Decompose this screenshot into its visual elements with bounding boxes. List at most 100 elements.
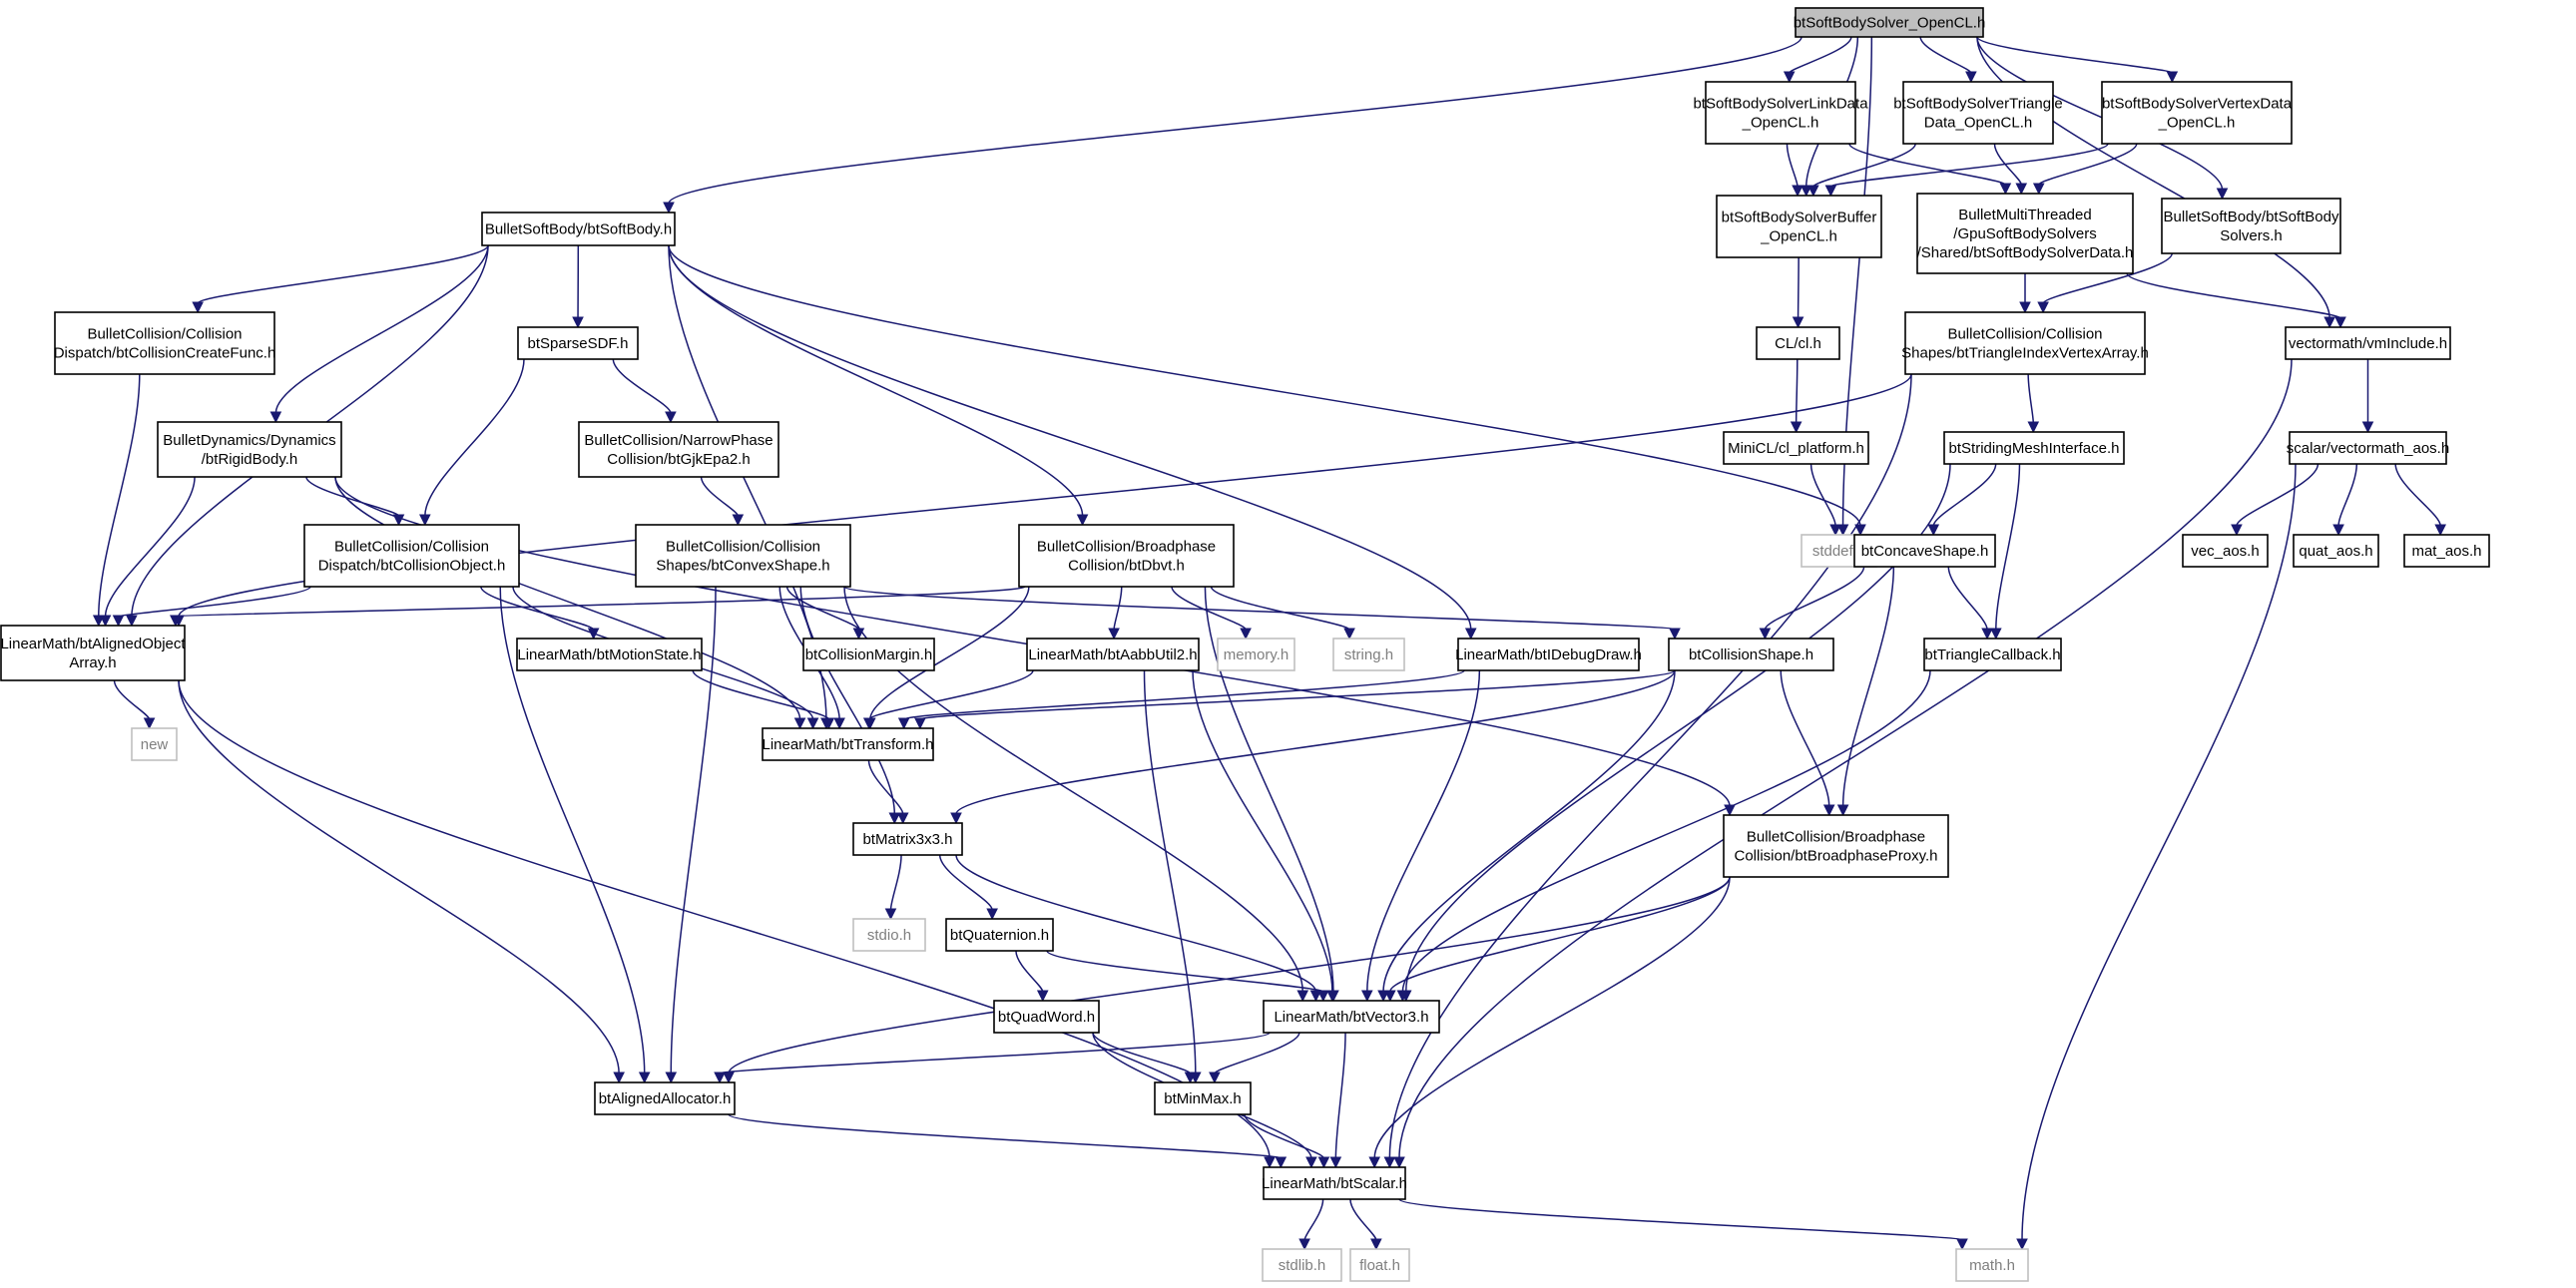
node-matrix[interactable]: btMatrix3x3.h bbox=[852, 822, 963, 856]
node-trivertarray[interactable]: BulletCollision/CollisionShapes/btTriang… bbox=[1901, 311, 2149, 375]
node-dbvt[interactable]: BulletCollision/BroadphaseCollision/btDb… bbox=[1018, 524, 1235, 588]
edge-concave-to-collshape bbox=[1759, 566, 1865, 641]
node-label: string.h bbox=[1344, 646, 1393, 663]
node-box bbox=[481, 212, 676, 246]
node-memory[interactable]: memory.h bbox=[1217, 638, 1295, 671]
node-clplatform[interactable]: MiniCL/cl_platform.h bbox=[1723, 431, 1869, 465]
node-linkdata[interactable]: btSoftBodySolverLinkData_OpenCL.h bbox=[1693, 81, 1868, 145]
edge-matrix-to-vector3 bbox=[955, 854, 1322, 1003]
node-vmi[interactable]: vectormath/vmInclude.h bbox=[2285, 326, 2451, 360]
node-aabbutil[interactable]: LinearMath/btAabbUtil2.h bbox=[1026, 638, 1200, 671]
node-scalar[interactable]: LinearMath/btScalar.h bbox=[1262, 1166, 1407, 1200]
node-label: btSoftBodySolverLinkData bbox=[1693, 96, 1868, 113]
node-bproxy[interactable]: BulletCollision/BroadphaseCollision/btBr… bbox=[1723, 814, 1949, 878]
node-vector3[interactable]: LinearMath/btVector3.h bbox=[1263, 1000, 1440, 1034]
node-collobj[interactable]: BulletCollision/CollisionDispatch/btColl… bbox=[303, 524, 520, 588]
node-collmargin[interactable]: btCollisionMargin.h bbox=[802, 638, 935, 671]
node-new[interactable]: new bbox=[131, 727, 178, 761]
node-box bbox=[2101, 81, 2293, 145]
node-label: stdio.h bbox=[867, 927, 911, 944]
edge-matrix-to-stdio bbox=[884, 854, 902, 921]
node-idebugdraw[interactable]: LinearMath/btIDebugDraw.h bbox=[1455, 638, 1642, 671]
node-label: Shapes/btConvexShape.h bbox=[656, 558, 829, 575]
node-math[interactable]: math.h bbox=[1955, 1248, 2029, 1282]
node-convexshape[interactable]: BulletCollision/CollisionShapes/btConvex… bbox=[635, 524, 851, 588]
node-label: vec_aos.h bbox=[2191, 543, 2259, 560]
node-box bbox=[1904, 311, 2146, 375]
node-box bbox=[802, 638, 935, 671]
node-string[interactable]: string.h bbox=[1332, 638, 1405, 671]
node-buffer[interactable]: btSoftBodySolverBuffer_OpenCL.h bbox=[1716, 195, 1882, 258]
node-minmax[interactable]: btMinMax.h bbox=[1154, 1081, 1252, 1115]
node-box bbox=[1026, 638, 1200, 671]
edge-scalar-to-float bbox=[1349, 1198, 1382, 1251]
node-alignedalloc[interactable]: btAlignedAllocator.h bbox=[594, 1081, 736, 1115]
node-stdlib[interactable]: stdlib.h bbox=[1262, 1248, 1342, 1282]
node-vecaos[interactable]: vec_aos.h bbox=[2182, 534, 2269, 568]
edge-quaternion-to-quadword bbox=[1015, 950, 1049, 1003]
edge-trivertarray-to-stridingmesh bbox=[2027, 373, 2040, 434]
node-label: Collision/btBroadphaseProxy.h bbox=[1734, 848, 1937, 865]
node-collshape[interactable]: btCollisionShape.h bbox=[1668, 638, 1834, 671]
edge-scalar-to-math bbox=[1398, 1198, 1968, 1251]
node-box bbox=[2293, 534, 2379, 568]
node-root[interactable]: btSoftBodySolver_OpenCL.h bbox=[1794, 7, 1986, 38]
node-stdio[interactable]: stdio.h bbox=[852, 918, 926, 952]
node-vaos[interactable]: scalar/vectormath_aos.h bbox=[2287, 431, 2449, 465]
node-label: BulletCollision/Broadphase bbox=[1037, 539, 1216, 556]
node-box bbox=[993, 1000, 1100, 1034]
node-gpudata[interactable]: BulletMultiThreaded/GpuSoftBodySolvers/S… bbox=[1916, 193, 2134, 274]
node-label: btCollisionMargin.h bbox=[805, 646, 933, 663]
node-transform[interactable]: LinearMath/btTransform.h bbox=[762, 727, 934, 761]
node-label: BulletCollision/Collision bbox=[87, 326, 242, 343]
node-box bbox=[1154, 1081, 1252, 1115]
edge-idebugdraw-to-vector3 bbox=[1360, 669, 1481, 1003]
node-softbody[interactable]: BulletSoftBody/btSoftBody.h bbox=[481, 212, 676, 246]
node-label: btSoftBodySolverBuffer bbox=[1722, 210, 1877, 226]
node-float[interactable]: float.h bbox=[1349, 1248, 1410, 1282]
edge-idebugdraw-to-transform bbox=[897, 669, 1465, 730]
node-box bbox=[1902, 81, 2054, 145]
edge-vertdata-to-buffer bbox=[1824, 143, 2109, 198]
node-concave[interactable]: btConcaveShape.h bbox=[1853, 534, 1996, 568]
node-label: Shapes/btTriangleIndexVertexArray.h bbox=[1901, 345, 2149, 362]
edge-stridingmesh-to-concave bbox=[1927, 463, 1997, 537]
node-vertdata[interactable]: btSoftBodySolverVertexData_OpenCL.h bbox=[2101, 81, 2293, 145]
node-label: mat_aos.h bbox=[2411, 543, 2481, 560]
node-label: new bbox=[141, 736, 169, 753]
node-sparsesdf[interactable]: btSparseSDF.h bbox=[517, 326, 639, 360]
node-label: btConcaveShape.h bbox=[1861, 543, 1989, 560]
edge-minmax-to-scalar bbox=[1244, 1113, 1330, 1169]
node-label: BulletSoftBody/btSoftBody bbox=[2164, 209, 2339, 225]
node-quataos[interactable]: quat_aos.h bbox=[2293, 534, 2379, 568]
node-stridingmesh[interactable]: btStridingMeshInterface.h bbox=[1943, 431, 2125, 465]
node-motionstate[interactable]: LinearMath/btMotionState.h bbox=[516, 638, 703, 671]
node-tricallback[interactable]: btTriangleCallback.h bbox=[1923, 638, 2062, 671]
edge-rigidbody-to-alignedarray bbox=[99, 476, 196, 628]
node-box bbox=[1668, 638, 1834, 671]
node-label: math.h bbox=[1969, 1257, 2015, 1274]
node-clh[interactable]: CL/cl.h bbox=[1756, 326, 1840, 360]
node-createfunc[interactable]: BulletCollision/CollisionDispatch/btColl… bbox=[54, 311, 276, 375]
edge-gpudata-to-vmi bbox=[2126, 272, 2346, 329]
edge-gjkepa-to-convexshape bbox=[700, 476, 745, 527]
edge-root-to-vertdata bbox=[1976, 36, 2179, 84]
edge-gpudata-to-trivertarray bbox=[2019, 273, 2031, 314]
node-mataos[interactable]: mat_aos.h bbox=[2403, 534, 2490, 568]
node-label: _OpenCL.h bbox=[2158, 115, 2236, 132]
node-gjkepa[interactable]: BulletCollision/NarrowPhaseCollision/btG… bbox=[578, 421, 779, 478]
edge-vertdata-to-gpudata bbox=[2032, 143, 2138, 196]
node-rigidbody[interactable]: BulletDynamics/Dynamics/btRigidBody.h bbox=[157, 421, 342, 478]
node-box bbox=[1263, 1166, 1406, 1200]
node-label: LinearMath/btIDebugDraw.h bbox=[1455, 646, 1642, 663]
node-quadword[interactable]: btQuadWord.h bbox=[993, 1000, 1100, 1034]
node-label: quat_aos.h bbox=[2299, 543, 2372, 560]
node-box bbox=[2182, 534, 2269, 568]
node-box bbox=[1723, 814, 1949, 878]
node-label: btSoftBodySolverTriangle bbox=[1893, 96, 2063, 113]
node-quaternion[interactable]: btQuaternion.h bbox=[945, 918, 1054, 952]
node-label: btSparseSDF.h bbox=[528, 335, 629, 352]
